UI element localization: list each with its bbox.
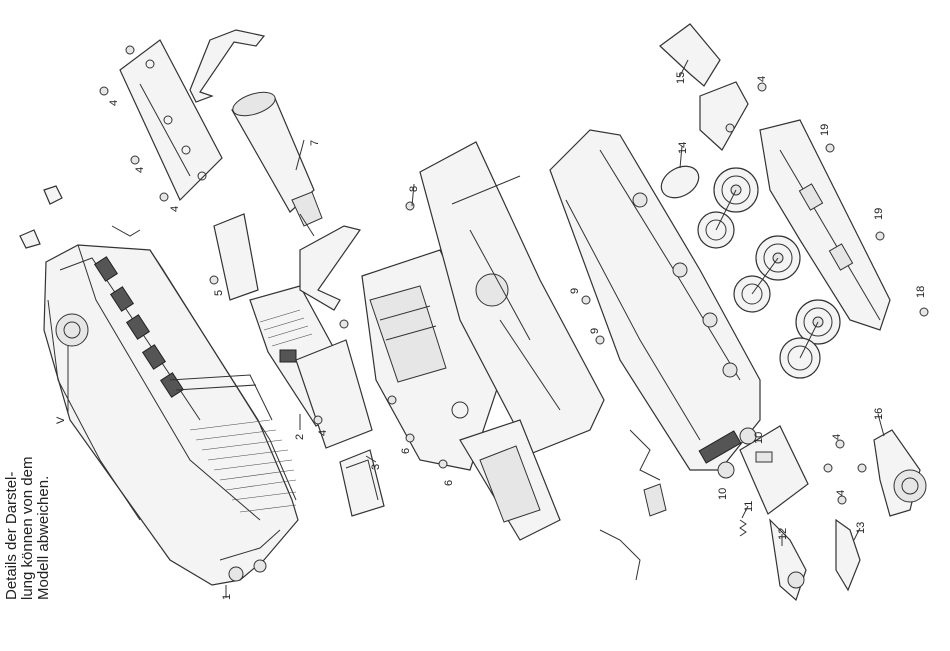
square-part-3 (340, 450, 384, 516)
callout-6b: 6 (443, 480, 455, 486)
locomotive-body-shell (44, 245, 298, 585)
bracket-15 (660, 24, 720, 86)
callout-4f: 4 (831, 434, 843, 440)
motor-bracket (190, 30, 264, 102)
spring-11 (740, 520, 746, 536)
clip-parts (20, 186, 140, 248)
callout-5: 5 (213, 290, 225, 296)
callout-10b: 10 (717, 488, 729, 500)
callout-3: 3 (370, 464, 382, 470)
cable-parts (600, 430, 666, 580)
callout-13: 13 (855, 522, 867, 534)
callout-7: 7 (309, 140, 321, 146)
callout-4d: 4 (317, 430, 329, 436)
callout-12: 12 (777, 528, 789, 540)
callout-10a: 10 (753, 432, 765, 444)
cover-plate (296, 340, 372, 448)
callout-18: 18 (915, 286, 927, 298)
callout-4c: 4 (169, 206, 181, 212)
bogie-assembly-16 (874, 430, 926, 516)
callout-4g: 4 (835, 490, 847, 496)
gear-cover (300, 226, 360, 310)
callout-4b: 4 (134, 167, 146, 173)
callout-9b: 9 (589, 328, 601, 334)
callout-11: 11 (743, 501, 755, 512)
callout-9a: 9 (569, 288, 581, 294)
bogie-frame (760, 120, 890, 330)
callout-2: 2 (294, 434, 306, 440)
callout-V: V (55, 416, 67, 424)
callout-19b: 19 (873, 208, 885, 220)
callout-19a: 19 (819, 124, 831, 136)
callout-4a: 4 (108, 100, 120, 106)
callout-14: 14 (677, 142, 689, 154)
callout-1: 1 (221, 594, 233, 600)
plate-top-right (700, 82, 748, 150)
callout-6a: 6 (400, 448, 412, 454)
callout-4e: 4 (756, 76, 768, 82)
